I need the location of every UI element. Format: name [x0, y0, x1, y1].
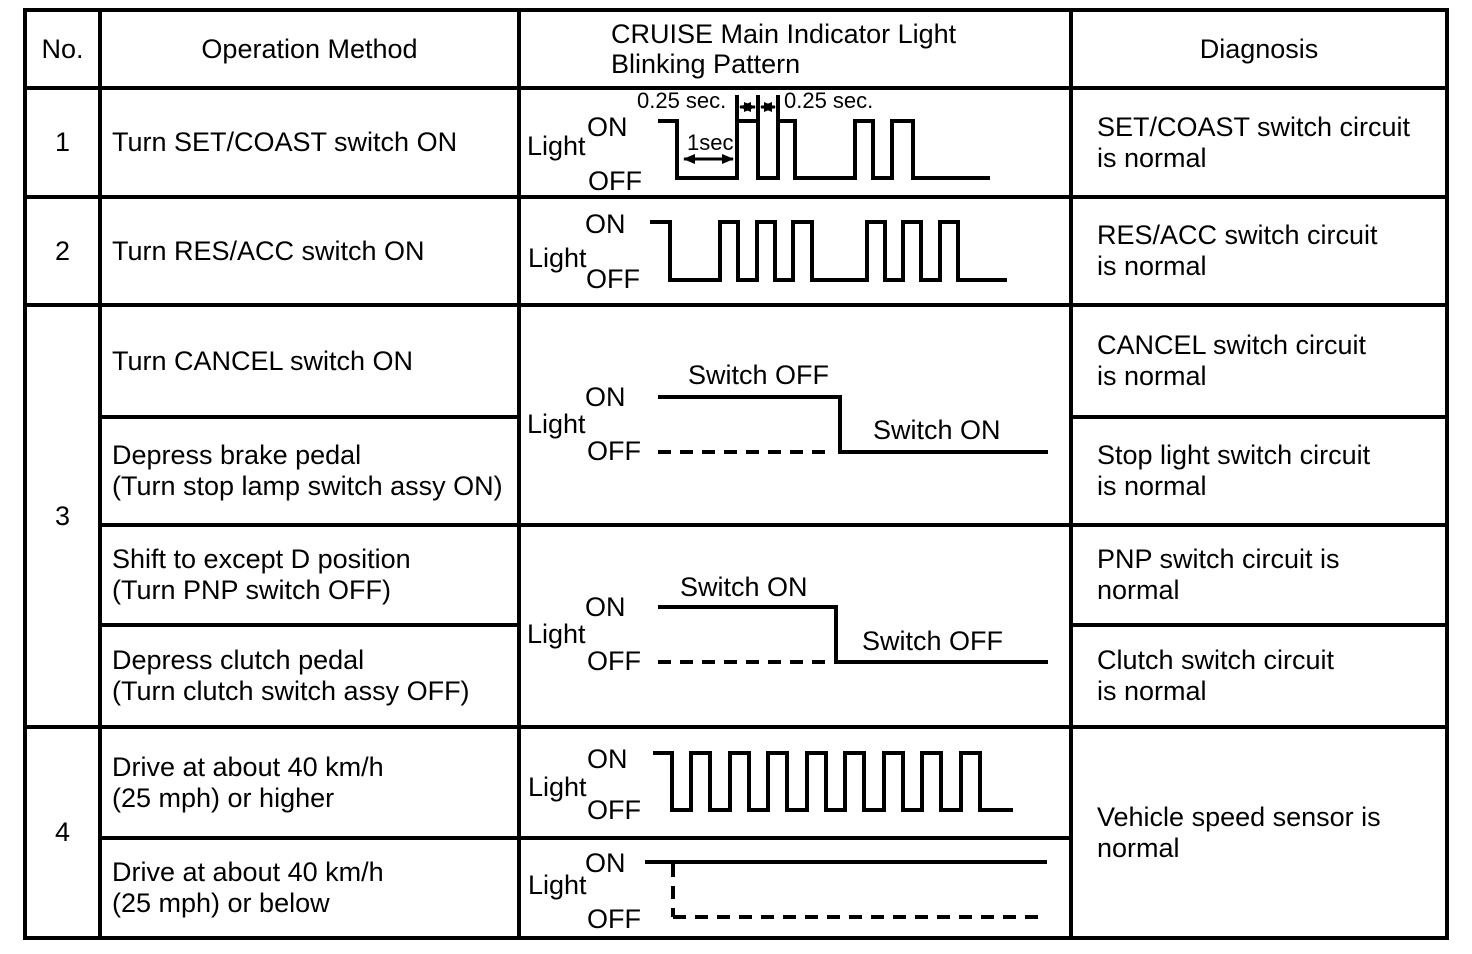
- row3-divider-pnp-clutch-right: [1069, 623, 1449, 627]
- column-divider-pattern-diagnosis: [1069, 8, 1073, 940]
- row3-divider-brake-pnp: [98, 523, 1449, 527]
- row2-operation: Turn RES/ACC switch ON: [112, 235, 425, 266]
- row3a-on-label: ON: [585, 382, 626, 412]
- row1-on-label: ON: [587, 112, 628, 142]
- table-border-bottom: [23, 936, 1449, 940]
- row3-diagnosis-clutch: Clutch switch circuit is normal: [1097, 645, 1335, 706]
- row4a-on-label: ON: [587, 744, 628, 774]
- row3a-light-label: Light: [527, 409, 586, 439]
- column-divider-no-operation: [98, 8, 102, 940]
- row3-number: 3: [54, 500, 71, 531]
- waveform-speed-high-blink: [653, 751, 1013, 812]
- row3c-switch-on-label: Switch ON: [680, 572, 808, 602]
- row3c-light-label: Light: [527, 619, 586, 649]
- row4-operation-higher: Drive at about 40 km/h (25 mph) or highe…: [112, 751, 384, 813]
- row4-diagnosis: Vehicle speed sensor is normal: [1097, 801, 1381, 863]
- row4b-off-label: OFF: [587, 904, 641, 934]
- row3c-on-label: ON: [585, 592, 626, 622]
- header-diagnosis: Diagnosis: [1199, 33, 1319, 64]
- row2-number: 2: [54, 235, 71, 266]
- header-operation-method: Operation Method: [201, 33, 418, 64]
- row3-divider-cancel-brake-left: [98, 415, 521, 419]
- waveform-set-coast-blink: [658, 119, 990, 180]
- row2-off-label: OFF: [586, 264, 640, 294]
- row4b-light-label: Light: [528, 870, 587, 900]
- row3-diagnosis-cancel: CANCEL switch circuit is normal: [1097, 330, 1367, 391]
- row2-on-label: ON: [585, 209, 626, 239]
- table-border-left: [23, 8, 27, 940]
- waveform-res-acc-blink: [650, 220, 1007, 282]
- row1-off-label: OFF: [588, 166, 642, 196]
- row1-light-label: Light: [527, 131, 586, 161]
- row4a-off-label: OFF: [587, 795, 641, 825]
- row1-diagnosis: SET/COAST switch circuit is normal: [1097, 111, 1411, 173]
- row1-025sec-right-label: 0.25 sec.: [784, 88, 874, 113]
- row3-diagnosis-pnp: PNP switch circuit is normal: [1097, 544, 1340, 605]
- header-blinking-pattern: CRUISE Main Indicator Light Blinking Pat…: [611, 19, 957, 79]
- row1-operation: Turn SET/COAST switch ON: [112, 127, 458, 157]
- table-border-top: [23, 8, 1449, 12]
- row3c-switch-off-label: Switch OFF: [862, 626, 1004, 656]
- waveform-pnp-step: [658, 605, 1048, 664]
- row3-operation-pnp: Shift to except D position (Turn PNP swi…: [112, 544, 411, 605]
- row3-divider-pnp-clutch-left: [98, 623, 521, 627]
- row3a-switch-on-label: Switch ON: [873, 415, 1001, 445]
- row2-light-label: Light: [528, 243, 587, 273]
- row3c-off-label: OFF: [587, 646, 641, 676]
- row1-1sec-label: 1sec.: [687, 130, 740, 155]
- row-divider-1-2: [23, 195, 1449, 199]
- table-border-right: [1445, 8, 1449, 940]
- row1-025sec-left-label: 0.25 sec.: [637, 88, 727, 113]
- row1-number: 1: [54, 127, 71, 157]
- row4b-on-label: ON: [585, 848, 626, 878]
- column-divider-operation-pattern: [517, 8, 521, 940]
- row3-operation-cancel: Turn CANCEL switch ON: [112, 345, 414, 376]
- row-divider-header: [23, 86, 1449, 90]
- row4-operation-below: Drive at about 40 km/h (25 mph) or below: [112, 857, 384, 918]
- row3-divider-cancel-brake-right: [1069, 415, 1449, 419]
- row4-divider-higher-below: [98, 836, 1073, 840]
- row3a-off-label: OFF: [587, 436, 641, 466]
- header-no: No.: [41, 33, 84, 64]
- row3a-switch-off-label: Switch OFF: [688, 360, 830, 390]
- row4a-light-label: Light: [528, 772, 587, 802]
- row2-diagnosis: RES/ACC switch circuit is normal: [1097, 220, 1378, 281]
- row3-diagnosis-brake: Stop light switch circuit is normal: [1097, 440, 1371, 501]
- row-divider-3-4: [23, 725, 1449, 729]
- waveform-cancel-step: [658, 395, 1048, 454]
- row3-operation-clutch: Depress clutch pedal (Turn clutch switch…: [112, 645, 470, 706]
- row3-operation-brake: Depress brake pedal (Turn stop lamp swit…: [112, 440, 503, 501]
- row4-number: 4: [54, 817, 71, 847]
- row-divider-2-3: [23, 303, 1449, 307]
